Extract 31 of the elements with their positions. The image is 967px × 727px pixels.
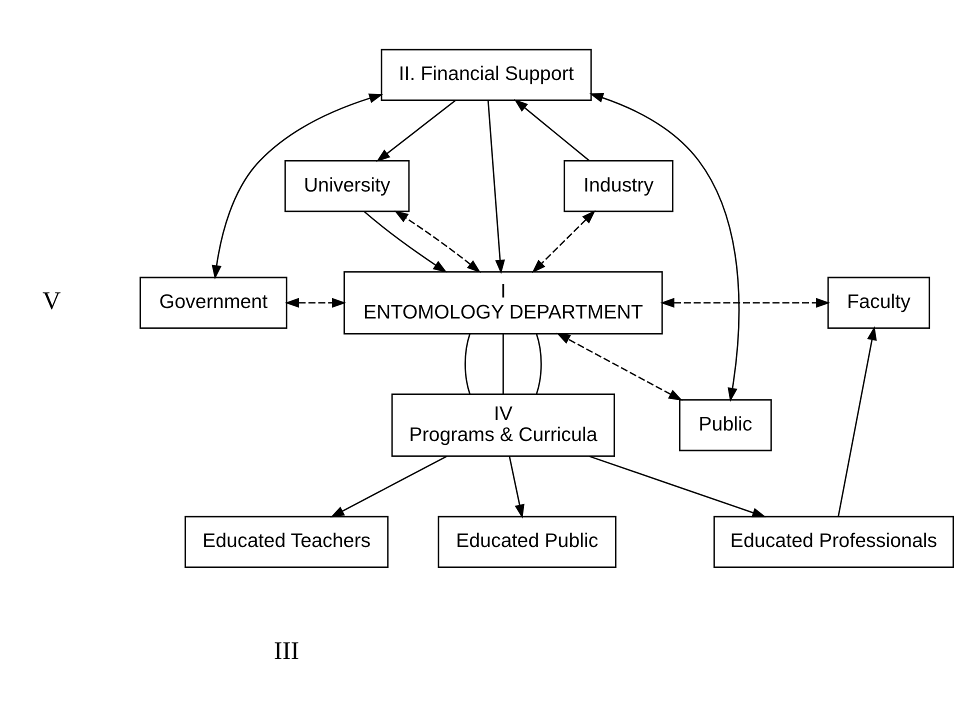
arrow [487, 100, 505, 274]
arrow [394, 210, 481, 272]
label: V [42, 286, 61, 314]
arrow [212, 93, 384, 279]
label: III [274, 636, 300, 665]
arrow [514, 98, 590, 161]
arrow [284, 297, 346, 308]
node-box: II. Financial Support [380, 48, 592, 100]
node-box: I ENTOMOLOGY DEPARTMENT [344, 270, 663, 334]
arrow [508, 456, 524, 518]
arrow [330, 455, 448, 518]
node-box: Educated Teachers [184, 515, 389, 568]
arrow [588, 455, 766, 517]
arrow [376, 99, 456, 162]
node-box: IV Programs & Curricula [391, 393, 616, 456]
node-box: Educated Public [438, 515, 616, 568]
arrow [838, 326, 877, 516]
connector [464, 333, 471, 394]
node-box: Government [140, 276, 288, 328]
connector [536, 333, 542, 394]
arrow [364, 210, 448, 272]
node-box: University [284, 160, 410, 212]
arrow [556, 332, 683, 400]
arrow [660, 297, 830, 308]
arrow [532, 210, 596, 273]
node-box: Faculty [827, 276, 930, 328]
node-box: Public [679, 398, 772, 451]
node-box: Industry [564, 160, 674, 212]
connector [502, 333, 504, 394]
arrow [589, 92, 740, 402]
node-box: Educated Professionals [713, 515, 954, 568]
